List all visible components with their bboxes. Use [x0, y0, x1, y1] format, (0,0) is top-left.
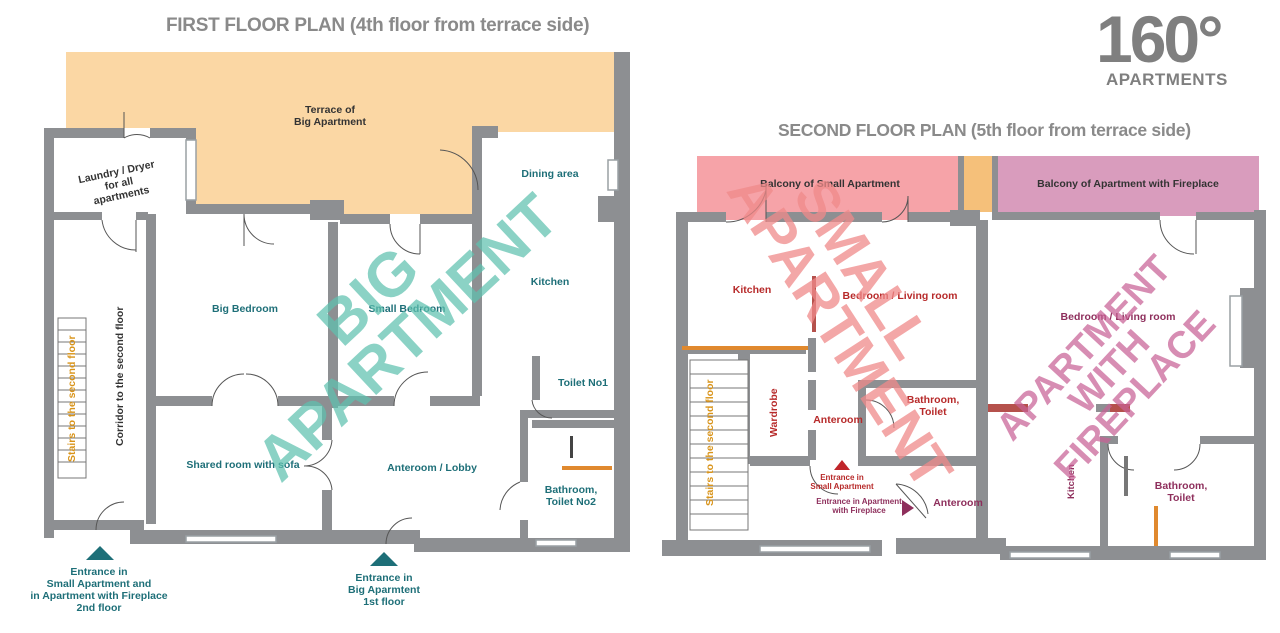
room-anteroom-fireplace: Anteroom: [933, 497, 983, 509]
first-floor-shower-mark: [570, 436, 573, 458]
room-shared: Shared room with sofa: [186, 459, 300, 471]
entrance-arrow-left: [86, 546, 114, 560]
orange-wall-accent-2: [1154, 506, 1158, 546]
entrance-left-label: Entrance in Small Apartment and in Apart…: [30, 566, 168, 614]
room-wardrobe: Wardrobe: [768, 388, 780, 438]
terrace-area: [66, 52, 616, 214]
room-bathroom-small: Bathroom, Toilet: [906, 394, 960, 418]
room-bathroom-fireplace: Bathroom, Toilet: [1154, 480, 1208, 504]
room-stairs-second: Stairs to the second floor: [704, 379, 716, 507]
room-corridor: Corridor to the second floor: [114, 306, 126, 446]
first-floor-orange-marker: [562, 466, 612, 470]
room-bathroom-2: Bathroom, Toilet No2: [544, 484, 598, 508]
room-bedroom-small: Bedroom / Living room: [842, 290, 958, 302]
room-stairs-first: Stairs to the second floor: [66, 335, 78, 463]
room-small-bedroom: Small Bedroom: [368, 303, 446, 315]
room-kitchen-fireplace: Kitchen: [1066, 464, 1077, 500]
second-floor-doors: [725, 184, 1201, 519]
first-floor-doors: [95, 112, 553, 545]
room-big-bedroom: Big Bedroom: [212, 303, 278, 315]
balcony-fireplace-label: Balcony of Apartment with Fireplace: [1037, 178, 1219, 190]
room-kitchen-small: Kitchen: [732, 284, 772, 296]
room-terrace: Terrace of Big Apartment: [294, 104, 366, 128]
room-kitchen: Kitchen: [530, 276, 570, 288]
entrance-arrow-small-apartment: [834, 460, 850, 470]
second-floor-title: SECOND FLOOR PLAN (5th floor from terrac…: [778, 120, 1191, 140]
orange-wall-accent: [682, 346, 808, 350]
balcony-mid-area: [961, 156, 995, 212]
logo-word: APARTMENTS: [1106, 70, 1228, 89]
brand-logo: 160° APARTMENTS: [1096, 4, 1266, 90]
second-floor-windows: [759, 295, 1243, 559]
kitchen-counter-mark: [1124, 456, 1128, 496]
room-dining: Dining area: [521, 168, 579, 180]
balcony-small-label: Balcony of Small Apartment: [760, 178, 900, 190]
balcony-small-area: [697, 156, 961, 220]
first-floor-stairs: [57, 317, 87, 479]
room-toilet-1: Toilet No1: [558, 377, 608, 389]
entrance-big-label: Entrance in Big Aparmtent 1st floor: [348, 572, 420, 608]
entrance-arrow-fireplace: [902, 500, 914, 516]
entrance-fireplace-label: Entrance in Apartment with Fireplace: [816, 497, 902, 515]
logo-number: 160°: [1096, 2, 1224, 76]
room-bedroom-fireplace: Bedroom / Living room: [1060, 311, 1176, 323]
brown-wall-accent-2: [1110, 404, 1130, 412]
brown-wall-accent: [988, 404, 1028, 412]
entrance-arrow-big: [370, 552, 398, 566]
first-floor-windows: [185, 139, 619, 547]
room-anteroom-lobby: Anteroom / Lobby: [387, 462, 477, 474]
entrance-small-apartment-label: Entrance in Small Apartment: [810, 473, 874, 491]
balcony-fireplace-area: [995, 156, 1259, 216]
second-floor-stairs: [689, 359, 749, 531]
room-anteroom-small: Anteroom: [813, 414, 863, 426]
first-floor-title: FIRST FLOOR PLAN (4th floor from terrace…: [166, 15, 590, 36]
brown-divider: [812, 276, 816, 332]
